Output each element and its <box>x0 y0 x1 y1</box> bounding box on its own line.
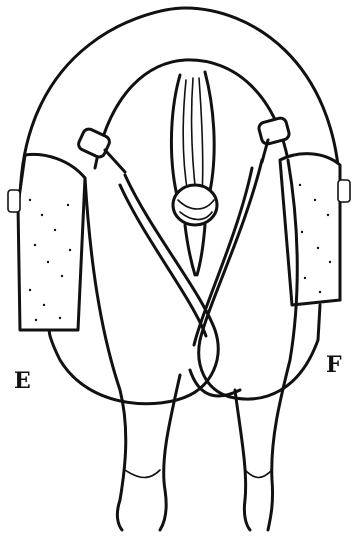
label-f: F <box>326 354 342 376</box>
left-buckle-icon <box>8 190 20 212</box>
right-buckle-icon <box>338 180 350 202</box>
right-clip-icon <box>258 117 291 145</box>
tail <box>171 72 217 275</box>
label-e: E <box>14 370 31 392</box>
